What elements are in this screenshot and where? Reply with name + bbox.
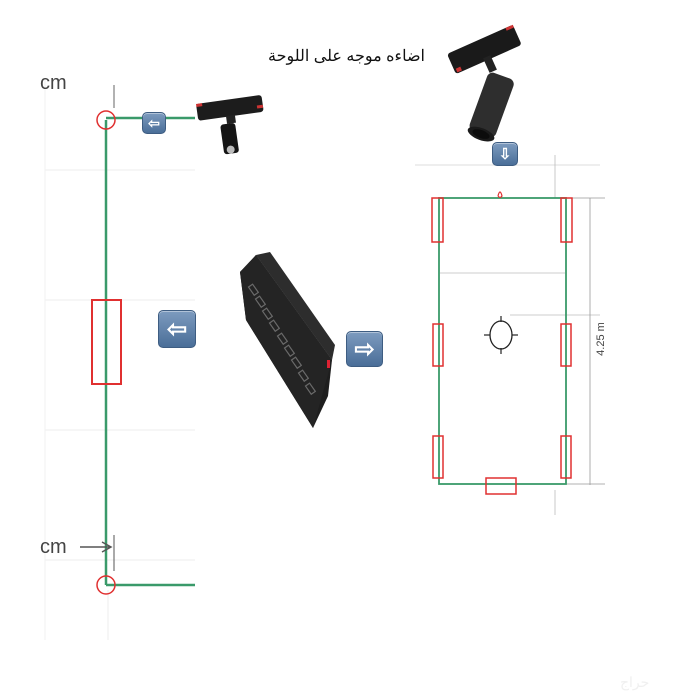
height-dimension-label: 4.25 m [594, 320, 607, 358]
arrow-down-icon: ⇩ [498, 146, 512, 163]
top-dimension-label: cm [40, 72, 67, 94]
right-room-plan [415, 155, 605, 515]
corner-marker-top [96, 110, 116, 130]
watermark: حراج [620, 674, 650, 690]
corner-marker-bottom [96, 575, 116, 595]
arrow-right-icon: ⇨ [354, 335, 375, 363]
arrow-left-large-button[interactable]: ⇦ [158, 310, 196, 348]
left-track-line [104, 116, 195, 587]
arrow-right-button[interactable]: ⇨ [346, 331, 383, 367]
linear-light-marker [91, 299, 122, 385]
arrow-left-small-button[interactable]: ⇦ [142, 112, 166, 134]
arrow-down-button[interactable]: ⇩ [492, 142, 518, 166]
arrow-left-icon: ⇦ [166, 315, 188, 343]
page-title: اضاءه موجه على اللوحة [268, 48, 425, 65]
bottom-dimension-label: cm [40, 536, 67, 558]
arrow-left-icon: ⇦ [148, 114, 160, 131]
